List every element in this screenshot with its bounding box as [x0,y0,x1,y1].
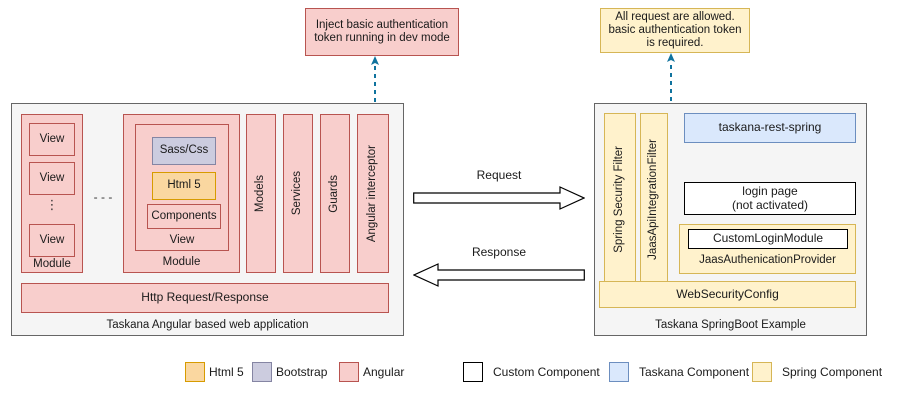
login-page-line2: (not activated) [731,197,809,212]
request-arrow-icon [413,186,585,210]
callout-dev-mode: Inject basic authentication token runnin… [305,8,459,56]
legend-label-spring: Spring Component [782,365,883,379]
taskana-rest-spring-box: taskana-rest-spring [684,113,856,143]
column-guards-label: Guards [328,174,341,213]
legend-label-taskana: Taskana Component [639,365,750,379]
layer-html5: Html 5 [152,172,216,200]
legend-swatch-bootstrap [252,362,272,382]
filter-spring-security-label: Spring Security Filter [613,145,626,253]
backend-panel-label: Taskana SpringBoot Example [655,319,806,331]
frontend-views-ellipsis: ⋮ [45,197,59,212]
frontend-view-3-label: View [39,233,65,246]
layer-sass-css-label: Sass/Css [159,144,209,157]
filter-jaas-api-integration: JaasApiIntegrationFilter [640,113,668,285]
response-arrow-group: Response [413,245,585,287]
frontend-panel-label: Taskana Angular based web application [106,319,309,331]
frontend-view-1: View [29,123,75,156]
login-page-line1: login page [742,183,798,198]
connector-dev-mode [371,56,379,110]
frontend-view-2: View [29,162,75,195]
frontend-view-1-label: View [39,132,65,145]
filter-spring-security: Spring Security Filter [604,113,636,285]
module-separator-ellipsis: - - - [93,190,113,204]
layer-components: Components [147,204,221,229]
jaas-authentication-provider-label: JaasAuthenicationProvider [699,254,836,266]
layer-sass-css: Sass/Css [152,137,216,165]
taskana-rest-spring-label: taskana-rest-spring [718,120,822,135]
request-arrow-label: Request [476,168,522,182]
filter-jaas-api-integration-label: JaasApiIntegrationFilter [647,138,660,260]
column-services: Services [283,114,313,273]
layer-html5-label: Html 5 [167,179,201,192]
frontend-view-3: View [29,224,75,257]
request-arrow-group: Request [413,168,585,210]
legend-label-html5: Html 5 [209,365,244,379]
frontend-module-right-label: Module [162,256,201,268]
legend-swatch-spring [752,362,772,382]
http-request-response-bar: Http Request/Response [21,283,389,313]
web-security-config-label: WebSecurityConfig [676,286,779,301]
legend-label-custom: Custom Component [493,365,600,379]
column-guards: Guards [320,114,350,273]
custom-login-module-box: CustomLoginModule [688,229,848,249]
callout-auth-required-text: All request are allowed. basic authentic… [608,10,742,50]
column-models: Models [246,114,276,273]
frontend-view-container-label: View [169,234,195,246]
response-arrow-icon [413,263,585,287]
column-models-label: Models [254,174,267,213]
response-arrow-label: Response [471,245,527,259]
web-security-config-box: WebSecurityConfig [599,281,856,308]
frontend-view-2-label: View [39,171,65,184]
login-page-box: login page (not activated) [684,182,856,215]
callout-dev-mode-text: Inject basic authentication token runnin… [314,18,450,44]
legend-label-bootstrap: Bootstrap [276,365,328,379]
callout-auth-required: All request are allowed. basic authentic… [600,8,750,53]
legend-label-angular: Angular [363,365,405,379]
frontend-module-left-label: Module [33,258,71,270]
custom-login-module-label: CustomLoginModule [712,231,824,246]
legend-swatch-html5 [185,362,205,382]
legend-swatch-taskana [609,362,629,382]
column-services-label: Services [291,171,304,216]
http-request-response-label: Http Request/Response [141,290,269,305]
column-angular-interceptor-label: Angular interceptor [366,144,379,243]
layer-components-label: Components [151,209,217,222]
column-angular-interceptor: Angular interceptor [357,114,389,273]
legend-swatch-custom [463,362,483,382]
legend-swatch-angular [339,362,359,382]
